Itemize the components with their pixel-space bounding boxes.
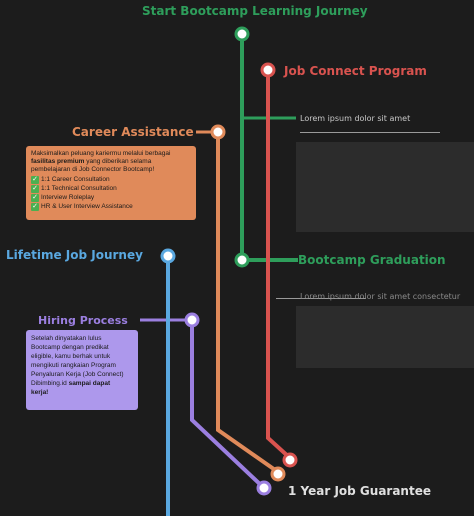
check-icon: ✓ — [31, 184, 39, 193]
hiring-line-6b: sampai dapat — [68, 380, 111, 387]
purple-line — [190, 320, 266, 490]
dim-note-1: Lorem ipsum dolor sit amet — [300, 114, 411, 123]
career-card-intro-2-rest: yang diberikan selama — [84, 158, 152, 166]
station-start-dot[interactable] — [234, 26, 250, 42]
hiring-line-7: kerja! — [31, 388, 133, 397]
label-lifetime-journey: Lifetime Job Journey — [6, 248, 143, 262]
station-hiring-dot[interactable] — [184, 312, 200, 328]
career-card-intro-1: Maksimalkan peluang kariermu melalui ber… — [31, 150, 171, 157]
orange-line — [216, 132, 280, 474]
label-job-connect: Job Connect Program — [284, 64, 427, 78]
hiring-line-1: Setelah dinyatakan lulus — [31, 335, 102, 342]
dim-note-2: Lorem ipsum dolor sit amet consectetur — [300, 292, 461, 301]
career-item-label: Interview Roleplay — [41, 194, 95, 202]
career-card-list: ✓1:1 Career Consultation ✓1:1 Technical … — [31, 176, 191, 212]
dim-panel-2 — [296, 306, 474, 368]
station-job-connect-dot[interactable] — [260, 62, 276, 78]
station-graduation-dot[interactable] — [234, 252, 250, 268]
career-assistance-card: Maksimalkan peluang kariermu melalui ber… — [26, 146, 196, 220]
career-card-intro-2: fasilitas premium yang diberikan selama — [31, 158, 191, 166]
career-card-intro-bold: fasilitas premium — [31, 158, 85, 166]
hiring-line-6: Dibimbing.id sampai dapat — [31, 379, 133, 388]
career-item-label: 1:1 Technical Consultation — [41, 184, 117, 192]
hiring-line-3: eligible, kamu berhak untuk — [31, 353, 111, 360]
list-item: ✓1:1 Career Consultation — [31, 176, 191, 184]
career-item-label: HR & User Interview Assistance — [41, 203, 133, 211]
station-end-orange-dot[interactable] — [270, 466, 286, 482]
list-item: ✓HR & User Interview Assistance — [31, 203, 191, 212]
red-line — [266, 70, 292, 460]
list-item: ✓Interview Roleplay — [31, 194, 191, 203]
hiring-line-6a: Dibimbing.id — [31, 380, 69, 387]
check-icon: ✓ — [31, 194, 39, 203]
hiring-line-5: Penyaluran Kerja (Job Connect) — [31, 371, 124, 378]
career-card-intro-3: pembelajaran di Job Connector Bootcamp! — [31, 166, 155, 174]
dim-panel-1 — [296, 142, 474, 232]
hiring-line-4: mengikuti rangkaian Program — [31, 362, 116, 369]
label-hiring-process: Hiring Process — [38, 314, 128, 327]
station-career-dot[interactable] — [210, 124, 226, 140]
station-end-purple-dot[interactable] — [256, 480, 272, 496]
label-graduation: Bootcamp Graduation — [298, 253, 446, 267]
hiring-line-2: Bootcamp dengan predikat — [31, 344, 109, 351]
label-job-guarantee: 1 Year Job Guarantee — [288, 484, 431, 498]
station-lifetime-dot[interactable] — [160, 248, 176, 264]
label-career-assistance: Career Assistance — [72, 125, 194, 139]
check-icon: ✓ — [31, 203, 39, 212]
career-item-label: 1:1 Career Consultation — [41, 175, 110, 183]
station-end-red-dot[interactable] — [282, 452, 298, 468]
hiring-process-card: Setelah dinyatakan lulus Bootcamp dengan… — [26, 330, 138, 410]
label-start-bootcamp: Start Bootcamp Learning Journey — [142, 4, 368, 18]
dim-pointer-2 — [276, 298, 366, 299]
hiring-line-7-bold: kerja! — [31, 389, 49, 396]
dim-pointer-1 — [300, 132, 440, 133]
list-item: ✓1:1 Technical Consultation — [31, 185, 191, 193]
check-icon: ✓ — [31, 175, 39, 184]
